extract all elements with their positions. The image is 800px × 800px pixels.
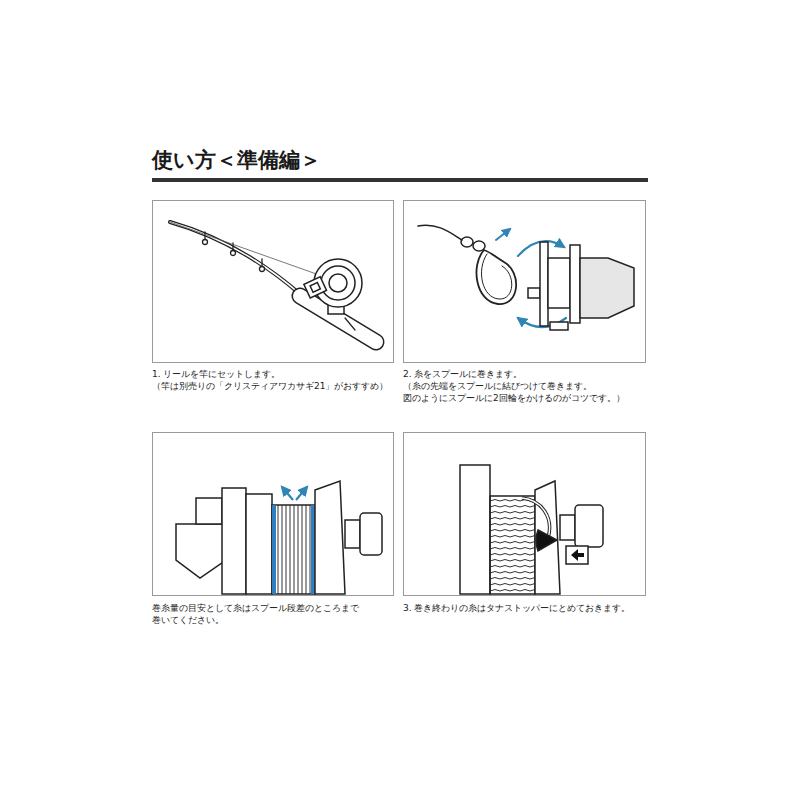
step-caption: （竿は別売りの「クリスティアワカサギ21」がおすすめ） <box>152 380 407 392</box>
caption-group: 3. 巻き終わりの糸はタナストッパーにとめておきます。 <box>403 602 658 614</box>
panel-frame <box>152 432 394 596</box>
guide-ring <box>260 267 265 272</box>
caption-group: 2. 糸をスプールに巻きます。（糸の先端をスプールに結びつけて巻きます。 図のよ… <box>403 368 658 404</box>
reel-frame-top <box>196 498 222 524</box>
big-loop <box>476 250 516 304</box>
reel-spool <box>321 266 355 300</box>
fishing-line <box>418 225 462 240</box>
reel-button <box>304 277 327 298</box>
fishing-line <box>170 222 322 276</box>
line-end <box>522 498 550 538</box>
line-loop <box>461 237 473 247</box>
spool-flange <box>540 242 548 326</box>
spool-step <box>246 494 272 594</box>
spool-shaft <box>345 520 360 548</box>
panel-frame <box>403 432 646 596</box>
stopper-illustration <box>460 465 603 594</box>
step-caption: 巻糸量の目安として糸はスプール段差のところまで 巻いてください。 <box>152 602 407 626</box>
line-loop <box>473 241 485 251</box>
spool-flange <box>535 481 560 594</box>
rod-guides <box>203 232 265 272</box>
spool-flange <box>570 245 580 323</box>
level-arrow <box>296 487 307 500</box>
pull-arrow <box>496 229 510 240</box>
step-caption: （糸の先端をスプールに結びつけて巻きます。 図のようにスプールに2回輪をかけるの… <box>403 380 658 404</box>
line-end <box>522 498 550 538</box>
spool-knob <box>360 513 382 555</box>
guide-ring <box>203 240 208 245</box>
reel-button-face <box>310 283 320 293</box>
guide-stem <box>204 232 205 240</box>
caption-group: 1. リールを竿にセットします。（竿は別売りの「クリスティアワカサギ21」がおす… <box>152 368 407 392</box>
spool-knob <box>528 288 540 298</box>
title-rule <box>152 178 648 182</box>
rod-illustration <box>170 222 376 342</box>
line-windings <box>490 496 535 594</box>
rod-blank <box>170 222 300 294</box>
spool-side <box>528 242 634 330</box>
title: 使い方＜準備編＞ <box>152 146 321 174</box>
guide-ring <box>231 251 236 256</box>
step-panel: 2. 糸をスプールに巻きます。（糸の先端をスプールに結びつけて巻きます。 図のよ… <box>403 200 646 407</box>
spool-flange <box>222 488 246 594</box>
grip-joint <box>345 318 355 330</box>
rod-blank <box>170 222 300 294</box>
step-caption: 2. 糸をスプールに巻きます。 <box>403 368 658 380</box>
direction-arrow <box>571 549 584 561</box>
caption-group: 巻糸量の目安として糸はスプール段差のところまで 巻いてください。 <box>152 602 407 626</box>
tana-stopper <box>536 530 557 551</box>
level-arrow <box>282 487 293 500</box>
spool-base <box>550 322 568 330</box>
line-windings <box>272 505 315 594</box>
knot-illustration <box>418 225 634 330</box>
step-panel: 3. 巻き終わりの糸はタナストッパーにとめておきます。 <box>403 432 646 616</box>
step-panel: 巻糸量の目安として糸はスプール段差のところまで 巻いてください。 <box>152 432 394 628</box>
arrow-box <box>566 546 588 564</box>
step-panel: 1. リールを竿にセットします。（竿は別売りの「クリスティアワカサギ21」がおす… <box>152 200 394 395</box>
spool-flange <box>460 465 490 594</box>
reel-body <box>580 258 634 318</box>
big-loop-inner <box>481 254 511 299</box>
reel-hub <box>329 274 347 292</box>
step-caption: 1. リールを竿にセットします。 <box>152 368 407 380</box>
spool-flange <box>315 481 345 594</box>
spool-capacity-illustration <box>176 481 382 594</box>
windings-highlight <box>272 505 276 594</box>
spool-shaft <box>560 515 575 540</box>
reel <box>304 259 362 314</box>
spool-core <box>548 258 570 308</box>
panel-frame <box>403 200 646 363</box>
step-caption: 3. 巻き終わりの糸はタナストッパーにとめておきます。 <box>403 602 658 614</box>
spool-knob <box>575 505 603 547</box>
panel-frame <box>152 200 394 363</box>
guide-stem <box>261 259 262 267</box>
reel-frame <box>176 524 226 578</box>
